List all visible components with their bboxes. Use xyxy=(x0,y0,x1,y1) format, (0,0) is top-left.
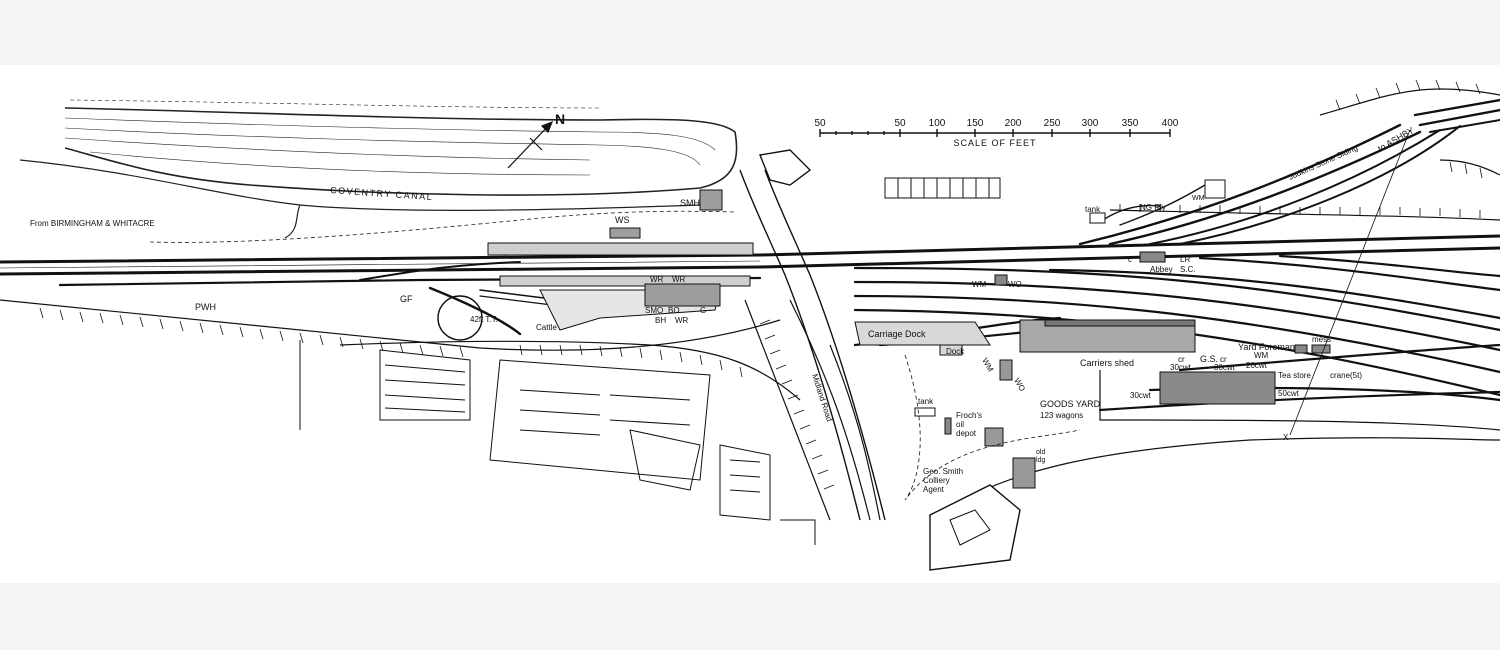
old-building-label: ldg xyxy=(1036,457,1045,464)
crane-capacity-label: 20cwt xyxy=(1246,361,1268,370)
ws-label: WS xyxy=(615,215,630,225)
frochs-label: Froch's xyxy=(956,411,982,420)
yard-foreman-label: Yard Foreman xyxy=(1238,342,1295,352)
wo-label: WO xyxy=(1008,280,1022,289)
wm-label: WM xyxy=(972,280,987,289)
wm-label: WM xyxy=(1254,351,1269,360)
tank-label: tank xyxy=(918,397,934,406)
bo-label: BO xyxy=(668,306,680,315)
crane-capacity-label: 30cwt xyxy=(1130,391,1152,400)
turntable xyxy=(437,295,483,341)
crane-capacity-label: 30cwt xyxy=(1214,363,1236,372)
platforms xyxy=(487,189,754,331)
abbey-label: Abbey xyxy=(1150,265,1173,274)
carriage-dock-label: Carriage Dock xyxy=(868,329,926,339)
geo-smith-label: Agent xyxy=(923,485,945,494)
fence-posts xyxy=(884,177,1001,199)
from-birmingham-label: From BIRMINGHAM & WHITACRE xyxy=(30,219,155,228)
coventry-canal xyxy=(19,99,738,243)
smo-label: SMO xyxy=(645,306,663,315)
mess-label: mess xyxy=(1312,335,1331,344)
old-building-label: old xyxy=(1036,449,1045,456)
wagon-capacity-label: 123 wagons xyxy=(1040,411,1083,420)
gs-label: G.S. xyxy=(1200,354,1218,364)
crane-5t-label: crane(5t) xyxy=(1330,371,1362,380)
scale-tick-label: 100 xyxy=(929,118,946,129)
town-buildings xyxy=(299,340,816,545)
tea-store-label: Tea store xyxy=(1278,371,1311,380)
carriers-shed-label: Carriers shed xyxy=(1080,358,1134,368)
scale-tick-label: 50 xyxy=(894,118,906,129)
sc-label: S.C. xyxy=(1180,265,1196,274)
dock-label: Dock xyxy=(946,347,965,356)
geo-smith-label: Geo. Smith xyxy=(923,467,963,476)
crane-label: cr xyxy=(1220,355,1227,364)
scale-tick-label: 250 xyxy=(1044,118,1061,129)
goods-yard-boundary xyxy=(904,354,1081,501)
wm-label: WM xyxy=(1192,195,1205,202)
hatch-ticks xyxy=(39,79,1483,490)
scale-tick-label: 50 xyxy=(814,118,826,129)
pwh-label: PWH xyxy=(195,302,216,312)
turntable-label: 42ft T.T. xyxy=(470,315,498,324)
cattle-label: Cattle xyxy=(536,323,557,332)
scale-tick-label: 350 xyxy=(1122,118,1139,129)
bh-label: BH xyxy=(655,316,666,325)
scale-tick-label: 400 xyxy=(1162,118,1179,129)
geo-smith-label: Colliery xyxy=(923,476,950,485)
crane-capacity-label: 30cwt xyxy=(1170,363,1192,372)
goods-yard-label: GOODS YARD xyxy=(1040,399,1101,409)
embankment-hatching xyxy=(0,88,1500,521)
wr-label: WR xyxy=(675,316,689,325)
scale-tick-label: 300 xyxy=(1082,118,1099,129)
frochs-label: depot xyxy=(956,429,977,438)
yard-buildings xyxy=(854,179,1331,571)
lr-label: LR xyxy=(1180,255,1190,264)
gf-label: GF xyxy=(400,294,413,304)
scale-tick-label: 200 xyxy=(1005,118,1022,129)
scale-bar xyxy=(819,129,1171,137)
frochs-label: oil xyxy=(956,420,964,429)
tank-label: tank xyxy=(1085,205,1101,214)
g-label: G xyxy=(700,306,706,315)
map-paper xyxy=(0,65,1500,583)
north-label: N xyxy=(555,111,565,127)
c-label: c xyxy=(1128,255,1132,264)
wr-label: WR xyxy=(650,275,664,284)
crane-capacity-label: 50cwt xyxy=(1278,389,1300,398)
wr-label: WR xyxy=(672,275,686,284)
crane-label: cr xyxy=(1178,355,1185,364)
smh-label: SMH xyxy=(680,198,700,208)
scale-tick-label: 150 xyxy=(967,118,984,129)
survey-x-label: X xyxy=(1283,433,1289,442)
survey-line xyxy=(1289,129,1411,436)
midland-road xyxy=(739,149,886,521)
scale-caption: SCALE OF FEET xyxy=(953,138,1036,148)
ng-rly-label: NG Rly xyxy=(1140,203,1166,212)
north-arrow xyxy=(507,120,554,169)
